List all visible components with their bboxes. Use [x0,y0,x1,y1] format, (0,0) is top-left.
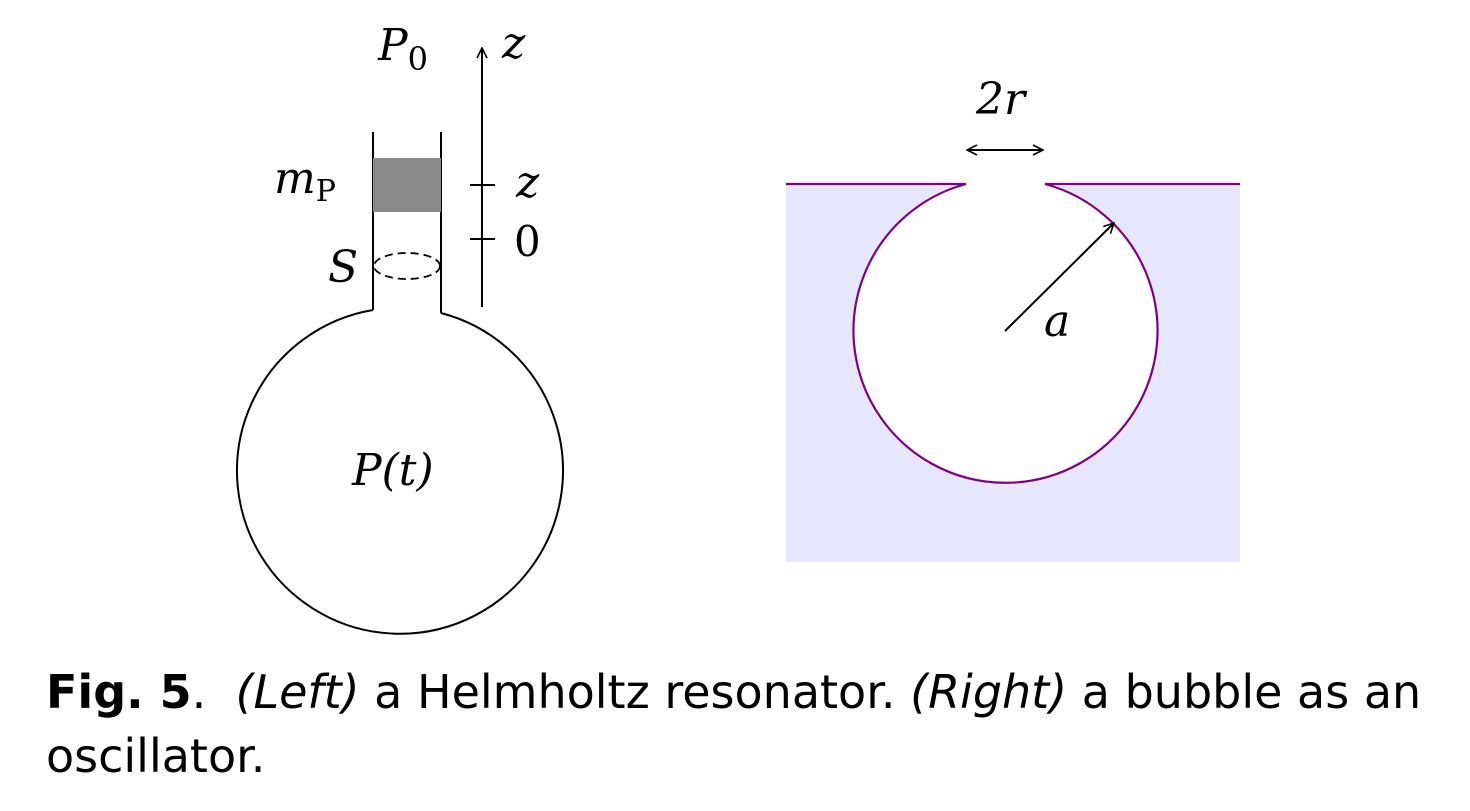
caption-right-tag: (Right) [910,665,1068,719]
helmholtz-resonator-diagram: P0 z mP z 0 S P(t) [236,18,564,635]
caption-figure-label: Fig. 5 [46,665,192,719]
cross-section-ellipse [373,252,441,280]
caption-left-tag: (Left) [235,665,360,719]
figure-canvas: P0 z mP z 0 S P(t) 2r a [236,18,1240,635]
label-cross-section: S [328,242,358,293]
label-axis-z: z [501,18,526,69]
caption-right-text: a bubble as an oscillator. [46,665,1422,783]
caption-period: . [191,665,207,719]
label-tick-zero: 0 [514,217,541,266]
resonator-bulb [236,309,564,635]
label-mass: mP [274,153,336,209]
radius-arrow [1004,223,1114,332]
label-p0: P0 [377,20,428,78]
liquid-region [786,184,1240,562]
surface-and-bubble-outline [786,182,1240,484]
caption-left-text: a Helmholtz resonator. [359,665,911,719]
piston-mass [373,158,441,212]
bubble-oscillator-diagram: 2r a [786,74,1240,562]
label-tick-z: z [515,157,540,208]
label-radius: a [1044,296,1070,347]
figure-caption: Fig. 5. (Left) a Helmholtz resonator. (R… [46,660,1446,788]
label-pressure: P(t) [351,445,434,496]
label-width: 2r [975,74,1028,125]
